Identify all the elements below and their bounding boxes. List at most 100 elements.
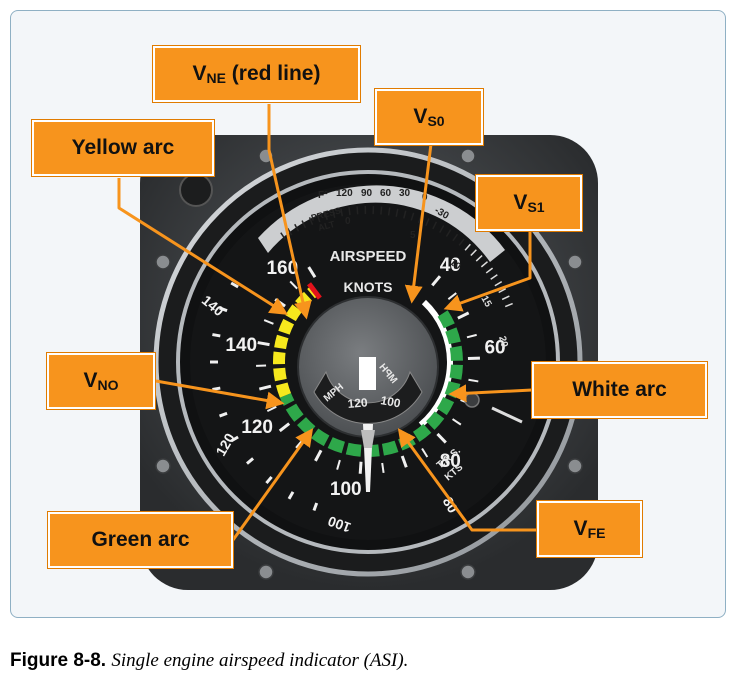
alt-ring-15: 15: [478, 294, 493, 310]
alt-label: ALT: [317, 219, 336, 233]
arrow-yellow-arc: [117, 178, 289, 315]
temp-label-90: 90: [361, 188, 373, 199]
knots-unit: KNOTS: [344, 279, 393, 295]
screw-left-upper: [155, 254, 171, 270]
tick-mark: [400, 455, 408, 468]
tick-mark: [358, 461, 363, 474]
pointer-hub-cap: [361, 430, 375, 448]
outer-tick-mark: [212, 386, 221, 391]
tick-mark: [457, 311, 470, 320]
alt-ring-20: 20: [496, 335, 510, 349]
ring-tick-mark: [403, 210, 407, 219]
ring-tick-mark: [464, 243, 471, 251]
tick-mark: [452, 418, 462, 426]
tick-mark: [336, 459, 341, 470]
tick-mark: [421, 447, 429, 458]
outer-speed-label: 100: [325, 513, 353, 536]
screw-top-right: [460, 148, 476, 164]
ring-tick-mark: [287, 227, 293, 236]
tick-mark: [466, 333, 477, 339]
callout-vfe-sub: FE: [587, 525, 606, 541]
screws: [155, 148, 583, 580]
arrow-vne: [267, 104, 312, 320]
tick-mark: [278, 422, 291, 433]
screw-left-lower: [155, 458, 171, 474]
arrow-green-arc: [231, 428, 314, 541]
callout-vfe-main: V: [573, 517, 588, 540]
callout-vno-sub: NO: [97, 377, 119, 393]
tas-upper-ring: [258, 185, 505, 262]
tick-mark: [289, 280, 298, 290]
outer-tick-mark: [265, 475, 273, 484]
ring-tick-mark: [485, 267, 494, 274]
ring-tick-mark: [410, 212, 415, 221]
ring-tick-mark: [504, 302, 513, 308]
ring-tick-mark: [432, 221, 438, 230]
callout-vs0-sub: S0: [427, 113, 445, 129]
tas-knob: [464, 392, 480, 408]
arrow-vs0: [404, 143, 433, 304]
ring-tick-mark: [425, 218, 430, 227]
callout-vne-rest: (red line): [225, 62, 321, 85]
ring-tick-mark: [458, 238, 465, 246]
callout-vs1-sub: S1: [527, 199, 545, 215]
temp-label-60: 60: [380, 188, 392, 199]
alt-ring-5: 5: [410, 230, 416, 241]
arrow-vno: [155, 379, 285, 410]
outer-tick-mark: [230, 281, 239, 289]
outer-tick-mark: [212, 333, 221, 338]
callout-green-arc: Green arc: [48, 512, 233, 568]
outer-tick-mark: [219, 306, 228, 313]
tick-mark: [307, 266, 317, 278]
figure-caption: Figure 8-8. Single engine airspeed indic…: [10, 650, 408, 672]
outer-tick-mark: [246, 457, 255, 465]
ring-tick-mark: [470, 249, 477, 257]
callout-yellow-arc-text: Yellow arc: [71, 136, 175, 159]
outer-tick-mark: [230, 435, 239, 443]
tick-mark: [431, 275, 442, 287]
knots-label: 60: [484, 337, 505, 358]
screw-bottom-right: [460, 564, 476, 580]
ring-tick-mark: [280, 232, 286, 240]
callout-white-arc-text: White arc: [572, 378, 667, 401]
tick-mark: [436, 432, 447, 444]
ring-tick-mark: [340, 208, 344, 217]
ring-tick-mark: [380, 206, 383, 215]
tick-mark: [381, 462, 385, 474]
ring-tick-mark: [494, 281, 503, 287]
ring-tick-mark: [316, 214, 321, 223]
white-arc: [418, 299, 453, 428]
screw-right-upper: [567, 254, 583, 270]
mount-hole: [179, 173, 213, 207]
pointer-counterweight: [359, 357, 376, 390]
knots-label: 160: [266, 258, 298, 279]
ring-tick-mark: [498, 288, 507, 294]
knots-label: 140: [225, 335, 257, 356]
arrow-vfe: [397, 428, 537, 532]
ring-tick-mark: [301, 220, 307, 229]
ring-tick-mark: [332, 209, 336, 218]
ring-tick-mark: [324, 211, 328, 220]
tick-mark: [257, 341, 270, 347]
knots-label: 40: [440, 255, 461, 276]
caption-text: Single engine airspeed indicator (ASI).: [111, 650, 409, 671]
ring-tick-mark: [395, 208, 399, 217]
ring-tick-mark: [387, 207, 391, 216]
outer-tick-mark: [219, 411, 228, 418]
outer-tick-mark: [312, 502, 319, 511]
callout-white-arc: White arc: [532, 362, 707, 418]
press-alt-zero: 0: [345, 216, 351, 227]
ring-tick-mark: [348, 207, 351, 216]
knots-label: 120: [241, 417, 273, 438]
arrow-white-arc: [448, 384, 533, 403]
callout-vno-main: V: [83, 369, 98, 392]
temp-label-f: F°: [318, 190, 328, 201]
tick-mark: [468, 378, 479, 383]
tick-marks: [210, 206, 513, 511]
ring-tick-mark: [445, 229, 452, 237]
ring-tick-mark: [480, 261, 488, 268]
